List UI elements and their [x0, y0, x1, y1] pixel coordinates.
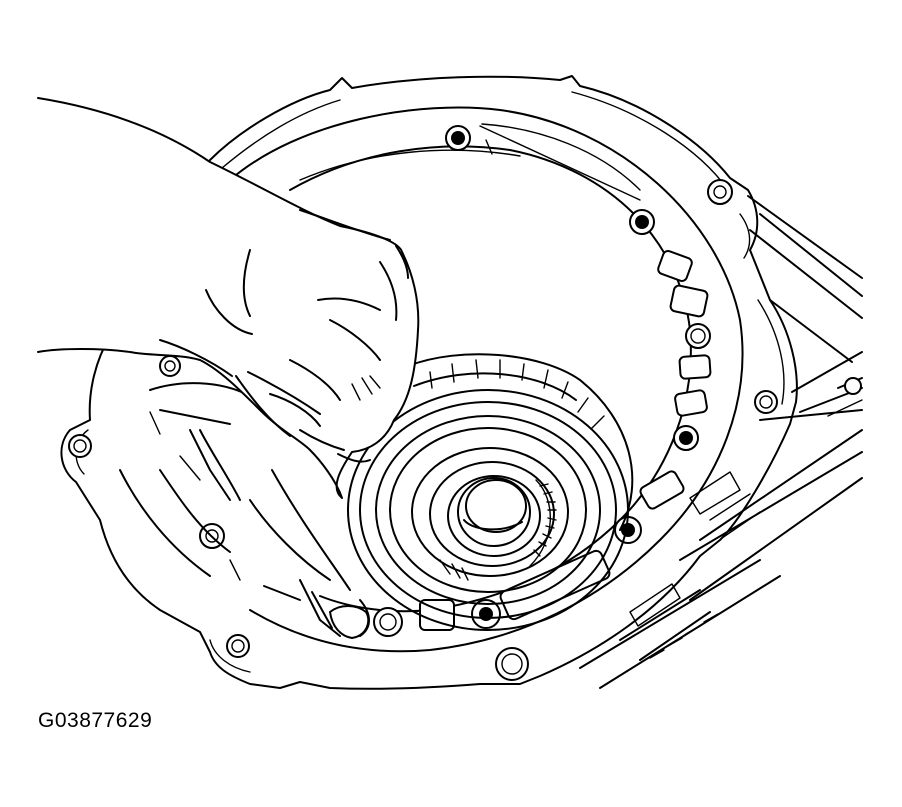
case-right-structure: [579, 195, 863, 689]
figure-id-label: G03877629: [38, 709, 153, 732]
technician-hand: [37, 97, 420, 499]
ring-holes-and-slots: [373, 125, 712, 637]
clutch-assembly: [347, 353, 634, 631]
housing-flange: [60, 75, 798, 690]
